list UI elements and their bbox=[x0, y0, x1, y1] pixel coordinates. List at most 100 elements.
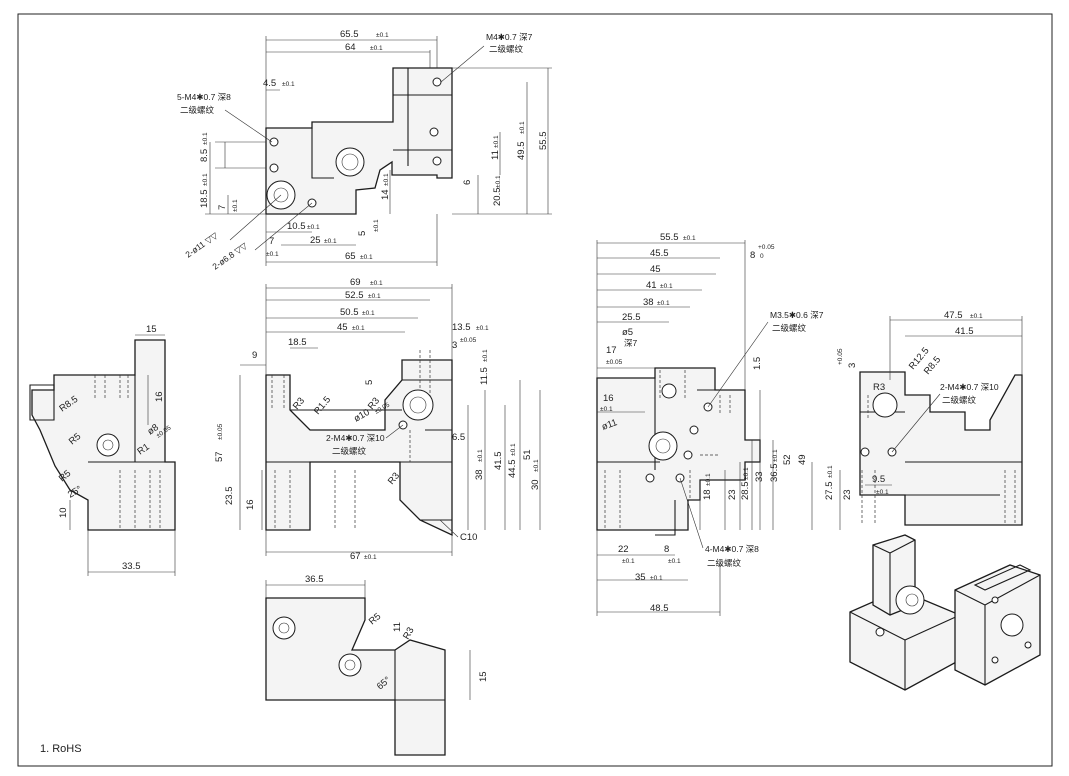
front-tol-3: ±0.05 bbox=[460, 337, 477, 344]
front-dim-c10: C10 bbox=[460, 532, 477, 543]
front-dim-57: 57 bbox=[214, 451, 225, 462]
top-callout-thread2: 二级螺纹 bbox=[180, 105, 215, 115]
front-dim-52-5: 52.5 bbox=[345, 290, 364, 301]
top-tol-11: ±0.1 bbox=[493, 135, 500, 148]
bottom-hole-2 bbox=[338, 653, 362, 677]
right-dim-55-5: 55.5 bbox=[660, 232, 679, 243]
right-thread-2 bbox=[689, 425, 699, 435]
top-tol-65: ±0.1 bbox=[360, 254, 373, 261]
bottom-part-outline bbox=[265, 597, 446, 756]
top-dim-20-5: 20.5 bbox=[492, 188, 503, 207]
right-dim-8: 8 bbox=[750, 250, 755, 261]
front-dim-6-5: 6.5 bbox=[452, 432, 465, 443]
isometric-view bbox=[849, 534, 1041, 691]
bottom-hole-1-inner bbox=[278, 622, 290, 634]
top-dim-7a: 7 bbox=[217, 205, 228, 210]
bottom-dim-r3: R3 bbox=[401, 625, 417, 641]
right-dim-25-5: 25.5 bbox=[622, 312, 641, 323]
top-callout-6-8: 2-ø6.8 ▽▽ bbox=[210, 240, 249, 271]
front-hidden-lines bbox=[271, 350, 431, 530]
side-thread-1 bbox=[860, 447, 870, 457]
top-bore-inner bbox=[341, 153, 359, 171]
top-tol-14: ±0.1 bbox=[383, 173, 390, 186]
iso-roller bbox=[895, 585, 925, 615]
left-dim-33-5: 33.5 bbox=[122, 561, 141, 572]
top-dim-55-5: 55.5 bbox=[538, 132, 549, 151]
side-dim-lines bbox=[811, 316, 1023, 530]
right-dim-30: 30 bbox=[530, 479, 541, 490]
top-tol-8-5: ±0.1 bbox=[202, 132, 209, 145]
iso-roller-inner bbox=[905, 593, 919, 607]
top-thread-5 bbox=[432, 156, 442, 166]
top-callout-5m4: 5-M4✱0.7 深8 bbox=[177, 92, 231, 102]
front-dim-51: 51 bbox=[522, 449, 533, 460]
right-dim-41: 41 bbox=[646, 280, 657, 291]
top-leaders bbox=[224, 45, 485, 251]
top-thread-3 bbox=[432, 77, 442, 87]
iso-hole-1 bbox=[875, 627, 885, 637]
right-dim-1-5: 1.5 bbox=[752, 357, 763, 370]
front-callout-thread: 二级螺纹 bbox=[332, 446, 367, 456]
right-dim-23: 23 bbox=[727, 489, 738, 500]
top-tol-25: ±0.1 bbox=[324, 238, 337, 245]
side-dim-r3: R3 bbox=[873, 382, 885, 393]
right-dim-18: 18 bbox=[702, 489, 713, 500]
top-dim-8-5: 8.5 bbox=[199, 149, 210, 162]
right-tol-8-up: +0.05 bbox=[758, 244, 775, 251]
iso-block-edge bbox=[954, 564, 1041, 685]
right-part-outline bbox=[596, 367, 761, 531]
side-bore bbox=[872, 392, 898, 418]
top-dim-25: 25 bbox=[310, 235, 321, 246]
view-side: 47.5 ±0.1 41.5 3 +0.05 R3 R12.5 R8.5 27.… bbox=[811, 310, 1023, 530]
side-dim-41-5: 41.5 bbox=[955, 326, 974, 337]
top-bore bbox=[335, 147, 365, 177]
top-callout-11: 2-ø11 ▽▽ bbox=[183, 230, 219, 260]
bottom-dim-36-5: 36.5 bbox=[305, 574, 324, 585]
side-dim-3: 3 bbox=[847, 363, 858, 368]
front-tol-50-5: ±0.1 bbox=[362, 310, 375, 317]
right-tol-28-5: ±0.1 bbox=[743, 467, 750, 480]
right-tol-8b: ±0.1 bbox=[668, 558, 681, 565]
right-callout-4m4: 4-M4✱0.7 深8 bbox=[705, 544, 759, 554]
right-dim-38: 38 bbox=[643, 297, 654, 308]
front-tol-69: ±0.1 bbox=[370, 280, 383, 287]
right-part-edges bbox=[597, 378, 745, 536]
front-tol-45: ±0.1 bbox=[352, 325, 365, 332]
front-dim-23-5: 23.5 bbox=[224, 487, 235, 506]
front-callout-2m4: 2-M4✱0.7 深10 bbox=[326, 433, 385, 443]
side-dim-47-5: 47.5 bbox=[944, 310, 963, 321]
front-part-edges bbox=[266, 379, 452, 521]
iso-block-bore bbox=[1000, 613, 1024, 637]
iso-block bbox=[954, 564, 1041, 686]
front-dim-44-5: 44.5 bbox=[507, 460, 518, 479]
top-tol-65-5: ±0.1 bbox=[376, 32, 389, 39]
front-dim-16: 16 bbox=[245, 499, 256, 510]
top-tol-7b: ±0.1 bbox=[266, 251, 279, 258]
view-right: 55.5 ±0.1 8 +0.05 0 45.5 45 41 ±0.1 38 ±… bbox=[530, 232, 824, 616]
front-tol-38: ±0.1 bbox=[477, 449, 484, 462]
right-dim-8b: 8 bbox=[664, 544, 669, 555]
left-dim-lines bbox=[69, 334, 176, 576]
front-dim-r1-5: R1.5 bbox=[312, 394, 333, 416]
right-tol-18: ±0.1 bbox=[705, 473, 712, 486]
top-dim-4-5: 4.5 bbox=[263, 78, 276, 89]
side-tol-3-up: +0.05 bbox=[837, 348, 844, 365]
right-hidden-lines bbox=[604, 370, 731, 530]
top-dim-14: 14 bbox=[380, 189, 391, 200]
top-dim-5: 5 bbox=[357, 231, 368, 236]
right-dim-35: 35 bbox=[635, 572, 646, 583]
bottom-hole-2-inner bbox=[344, 659, 356, 671]
top-tol-49-5: ±0.1 bbox=[519, 121, 526, 134]
top-tol-4-5: ±0.1 bbox=[282, 81, 295, 88]
front-dim-45: 45 bbox=[337, 322, 348, 333]
front-dim-18-5: 18.5 bbox=[288, 337, 307, 348]
front-dim-3: 3 bbox=[452, 340, 457, 351]
right-dim-45-5: 45.5 bbox=[650, 248, 669, 259]
left-hidden-lines bbox=[94, 375, 161, 530]
view-left: 15 16 R8.5 R5 R5 R1 ø8 ±0.05 25° 10 33.5 bbox=[29, 324, 176, 576]
iso-hole-4 bbox=[991, 596, 999, 604]
right-callout-thread: 二级螺纹 bbox=[772, 323, 807, 333]
right-bore-inner bbox=[655, 438, 671, 454]
right-tol-30: ±0.1 bbox=[533, 459, 540, 472]
